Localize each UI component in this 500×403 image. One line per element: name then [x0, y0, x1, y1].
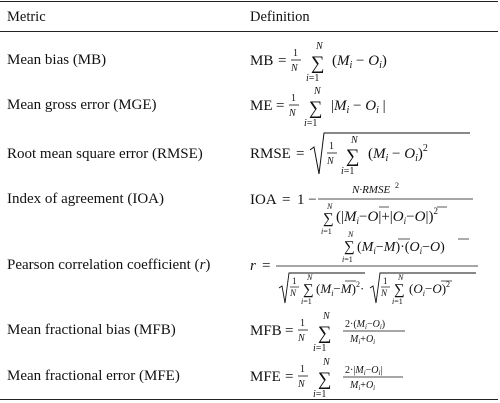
formula-rmse-lhs: RMSE — [250, 146, 291, 162]
svg-text:Mi+Oi: Mi+Oi — [349, 334, 375, 346]
svg-text:=: = — [285, 323, 293, 339]
formula-pearson: r = N ∑ i=1 (Mi−M)·(Oi−O) 1 N N ∑ i=1 (M… — [250, 230, 478, 306]
metric-name-pearson: Pearson correlation coefficient (r) — [7, 257, 211, 273]
svg-text:∑: ∑ — [318, 369, 332, 390]
svg-text:N: N — [350, 135, 359, 146]
svg-text:N: N — [288, 108, 297, 119]
svg-text:=: = — [282, 192, 290, 208]
svg-text:i=1: i=1 — [313, 343, 326, 354]
formula-ioa-rhs-start: 1 − — [297, 192, 317, 208]
svg-text:N: N — [313, 86, 322, 97]
metric-name-ioa: Index of agreement (IOA) — [7, 191, 165, 207]
svg-text:2·|Mi−Oi|: 2·|Mi−Oi| — [345, 365, 382, 377]
formula-mfe: MFE = 1 N N ∑ i=1 2·|Mi−Oi| Mi+Oi — [250, 357, 403, 400]
metric-name-rmse: Root mean square error (RMSE) — [7, 146, 203, 162]
formula-ioa: IOA = 1 − N·RMSE 2 N ∑ i=1 (|Mi−O|+|Oi−O… — [250, 181, 473, 236]
svg-text:N: N — [290, 63, 299, 74]
svg-text:∑: ∑ — [318, 323, 332, 344]
svg-text:=: = — [278, 53, 286, 69]
svg-text:i=1: i=1 — [342, 255, 353, 264]
formula-mb-lhs: MB — [250, 53, 273, 69]
formula-rmse: RMSE = 1 N N ∑ i=1 (Mi − Oi)2 — [250, 132, 470, 177]
svg-text:N: N — [397, 273, 404, 282]
formula-ioa-numerator: N·RMSE — [351, 184, 390, 196]
table-header-rule — [0, 31, 498, 32]
svg-text:N: N — [326, 202, 333, 211]
formula-pearson-lhs: r — [250, 258, 256, 274]
svg-text:∑: ∑ — [311, 53, 325, 74]
svg-text:i=1: i=1 — [341, 166, 354, 177]
svg-text:N: N — [326, 156, 335, 167]
formula-mfb-lhs: MFB — [250, 323, 282, 339]
svg-text:1: 1 — [293, 48, 298, 59]
formula-mfe-lhs: MFE — [250, 369, 281, 385]
svg-text:|Mi − Oi |: |Mi − Oi | — [331, 98, 386, 116]
svg-text:1: 1 — [291, 93, 296, 104]
svg-text:∑: ∑ — [344, 239, 355, 255]
metric-name-mfe: Mean fractional error (MFE) — [7, 368, 180, 384]
svg-text:i=1: i=1 — [306, 73, 319, 84]
table-bottom-rule — [0, 399, 498, 401]
svg-text:i=1: i=1 — [321, 227, 332, 236]
metric-name-mfb: Mean fractional bias (MFB) — [7, 322, 176, 338]
svg-text:N: N — [297, 333, 306, 344]
svg-text:(|Mi−O|+|Oi−O|)2: (|Mi−O|+|Oi−O|)2 — [336, 206, 438, 226]
svg-text:Mi+Oi: Mi+Oi — [349, 380, 375, 392]
svg-text:i=1: i=1 — [392, 297, 403, 306]
svg-text:N: N — [315, 41, 324, 52]
formula-me: ME = 1 N N ∑ i=1 |Mi − Oi | — [250, 86, 386, 129]
formula-mb: MB = 1 N N ∑ i=1 (Mi − Oi) — [250, 41, 387, 84]
svg-text:i=1: i=1 — [304, 118, 317, 129]
svg-text:1: 1 — [383, 276, 388, 286]
svg-text:i=1: i=1 — [313, 389, 326, 400]
svg-text:N: N — [347, 230, 354, 239]
svg-text:∑: ∑ — [303, 282, 314, 298]
svg-text:i=1: i=1 — [301, 297, 312, 306]
svg-text:∑: ∑ — [309, 98, 323, 119]
svg-text:2: 2 — [395, 181, 399, 190]
svg-text:1: 1 — [300, 318, 305, 329]
header-metric: Metric — [7, 9, 46, 25]
svg-text:(Mi−M)·(Oi−O): (Mi−M)·(Oi−O) — [357, 240, 445, 256]
svg-text:N: N — [322, 311, 331, 322]
formula-me-lhs: ME — [250, 98, 273, 114]
table-top-rule — [0, 1, 498, 3]
svg-text:∑: ∑ — [346, 146, 360, 167]
svg-text:N: N — [380, 288, 388, 298]
svg-text:∑: ∑ — [394, 282, 405, 298]
formula-ioa-lhs: IOA — [250, 192, 277, 208]
svg-text:N: N — [322, 357, 331, 368]
svg-text:N: N — [289, 288, 297, 298]
svg-text:1: 1 — [300, 364, 305, 375]
metric-name-mb: Mean bias (MB) — [7, 52, 107, 68]
svg-text:=: = — [276, 98, 284, 114]
svg-text:(Mi−M)2·: (Mi−M)2· — [316, 280, 364, 298]
svg-text:(Mi − Oi)2: (Mi − Oi)2 — [368, 143, 428, 164]
header-definition: Definition — [250, 9, 310, 25]
svg-text:∑: ∑ — [323, 211, 334, 227]
svg-text:(Mi − Oi): (Mi − Oi) — [332, 53, 387, 71]
svg-text:=: = — [296, 146, 304, 162]
svg-text:N: N — [297, 379, 306, 390]
svg-text:1: 1 — [292, 276, 297, 286]
formula-mfb: MFB = 1 N N ∑ i=1 2·(Mi−Oi) Mi+Oi — [250, 311, 405, 354]
metric-name-mge: Mean gross error (MGE) — [7, 97, 157, 113]
svg-text:1: 1 — [329, 141, 334, 152]
svg-text:(Oi−O)2: (Oi−O)2 — [409, 280, 450, 298]
svg-text:2·(Mi−Oi): 2·(Mi−Oi) — [345, 319, 385, 331]
svg-text:=: = — [285, 369, 293, 385]
svg-text:N: N — [306, 273, 313, 282]
svg-text:=: = — [262, 258, 270, 274]
